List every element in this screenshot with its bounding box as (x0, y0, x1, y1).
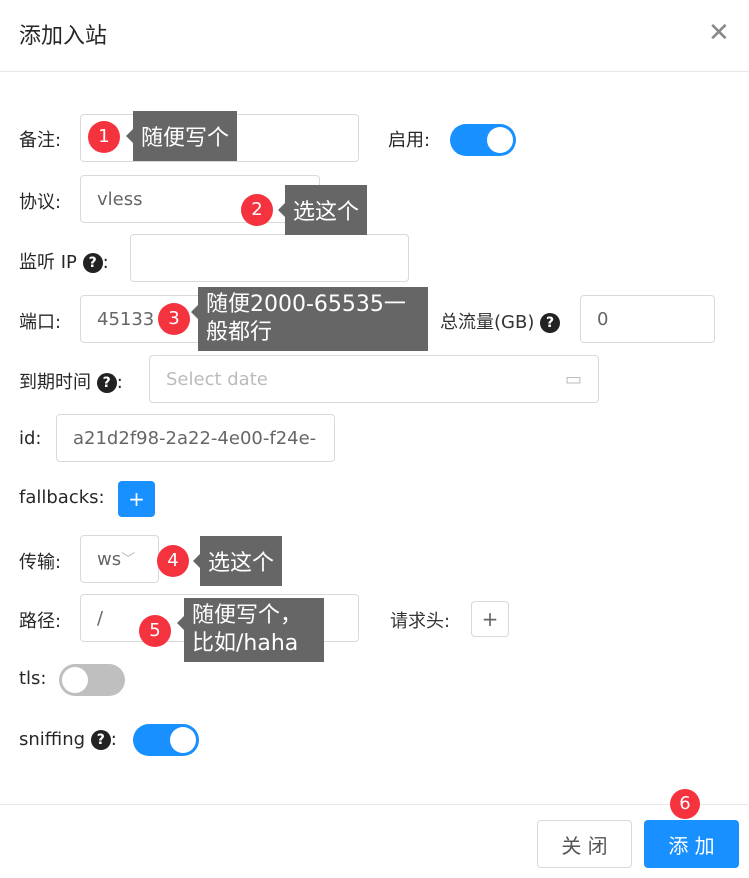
sniffing-label: sniffing ?: (19, 729, 117, 750)
chevron-down-icon: ﹀ (121, 552, 136, 568)
expiry-label-text: 到期时间 (19, 372, 91, 393)
annotation-tooltip: 随便写个 (125, 111, 238, 161)
annotation-badge: 2 (241, 194, 273, 226)
colon: : (110, 729, 117, 750)
fallbacks-label: fallbacks: (19, 487, 105, 508)
protocol-select[interactable]: vless (80, 175, 320, 223)
tls-toggle[interactable] (59, 664, 125, 696)
annotation-badge: 4 (157, 545, 189, 577)
total-label: 总流量(GB) ? (440, 308, 561, 334)
add-fallback-button[interactable]: + (118, 481, 155, 517)
transport-value: ws (97, 548, 122, 570)
sniffing-label-text: sniffing (19, 729, 86, 750)
help-icon[interactable]: ? (540, 313, 561, 333)
transport-label: 传输: (19, 552, 62, 573)
annotation-badge: 3 (158, 303, 190, 335)
tls-label: tls: (19, 668, 47, 689)
colon: : (116, 372, 123, 393)
port-label: 端口: (19, 312, 62, 333)
annotation-tooltip: 随便2000-65535一般都行 (191, 287, 428, 351)
expiry-placeholder: Select date (166, 368, 268, 390)
add-button[interactable]: 添 加 (644, 820, 739, 868)
help-icon[interactable]: ? (96, 373, 117, 393)
add-header-button[interactable]: + (471, 601, 509, 637)
annotation-tooltip: 选这个 (192, 536, 283, 586)
annotation-tooltip: 随便写个，比如/haha (177, 598, 324, 662)
annotation-badge: 1 (88, 121, 120, 153)
protocol-label: 协议: (19, 192, 62, 213)
listen-ip-input[interactable] (130, 234, 409, 282)
close-button[interactable]: 关 闭 (537, 820, 632, 868)
protocol-value: vless (97, 188, 143, 210)
transport-select[interactable]: ws﹀ (80, 535, 159, 583)
enable-toggle[interactable] (450, 124, 516, 156)
total-label-text: 总流量(GB) (440, 312, 535, 333)
colon: : (102, 252, 109, 273)
total-input[interactable]: 0 (580, 295, 715, 343)
annotation-tooltip: 选这个 (277, 185, 368, 235)
close-icon[interactable]: ✕ (708, 18, 730, 48)
listen-ip-label-text: 监听 IP (19, 252, 77, 273)
id-input[interactable]: a21d2f98-2a22-4e00-f24e- (56, 414, 335, 462)
annotation-badge: 6 (670, 789, 700, 819)
modal-title: 添加入站 (19, 24, 108, 49)
expiry-label: 到期时间 ?: (19, 368, 123, 394)
help-icon[interactable]: ? (90, 730, 111, 750)
footer-divider (0, 804, 749, 805)
enable-label: 启用: (388, 130, 431, 151)
headers-label: 请求头: (390, 611, 451, 632)
listen-ip-label: 监听 IP ?: (19, 248, 109, 274)
path-label: 路径: (19, 611, 62, 632)
remark-label: 备注: (19, 130, 62, 151)
header-divider (0, 71, 749, 72)
help-icon[interactable]: ? (82, 253, 103, 273)
id-label: id: (19, 428, 42, 449)
expiry-datepicker[interactable]: Select date ▭ (149, 355, 599, 403)
sniffing-toggle[interactable] (133, 724, 199, 756)
calendar-icon: ▭ (564, 368, 582, 390)
annotation-badge: 5 (139, 615, 171, 647)
